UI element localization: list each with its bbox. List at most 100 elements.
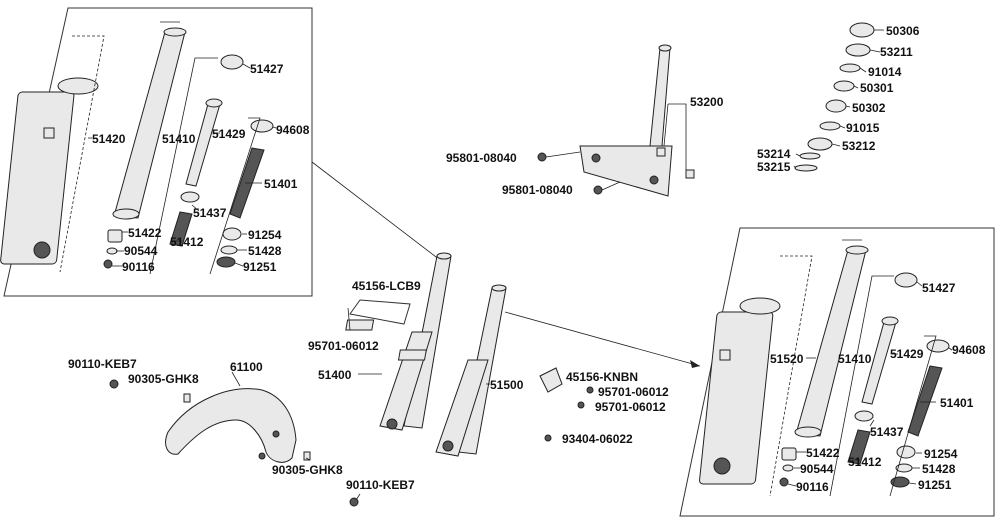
label-93404-06022: 93404-06022 [562, 432, 633, 446]
ring-51428-left [220, 245, 238, 255]
fork-tube-right [794, 245, 869, 438]
fork-slider-left [0, 77, 99, 265]
label-95701-06012-a: 95701-06012 [308, 339, 379, 353]
washer-90544-right [782, 464, 794, 472]
clip-90305-b [303, 451, 311, 461]
fork-assembly-51500: 51500 [397, 284, 524, 457]
label-51429-right: 51429 [890, 347, 924, 361]
bracket-45156-knbn: 45156-KNBN 95701-06012 95701-06012 93404… [539, 367, 669, 446]
label-50302: 50302 [852, 101, 886, 115]
label-91254-right: 91254 [924, 447, 958, 461]
label-51410-left: 51410 [162, 132, 196, 146]
label-94608-left: 94608 [276, 123, 310, 137]
cap-left [220, 54, 244, 70]
label-51410-right: 51410 [838, 352, 872, 366]
short-spring-left [169, 211, 193, 247]
front-fender: 90110-KEB7 90305-GHK8 61100 90305-GHK8 9… [68, 357, 415, 507]
seal-91251-right [890, 476, 910, 488]
label-95701-06012-b: 95701-06012 [598, 385, 669, 399]
label-51428-right: 51428 [922, 462, 956, 476]
label-91254-left: 91254 [248, 228, 282, 242]
label-51427-right: 51427 [922, 281, 956, 295]
label-90305-ghk8-a: 90305-GHK8 [128, 372, 199, 386]
seal-91254-right [896, 445, 916, 459]
bearing-50306 [849, 22, 875, 38]
bushing-51422-right [781, 447, 797, 461]
steering-stem: 53200 95801-08040 95801-08040 [446, 44, 724, 197]
seal-91254-left [222, 227, 242, 241]
bearing-50302 [825, 99, 847, 113]
label-53215: 53215 [757, 160, 791, 174]
bolt-95701-c [577, 401, 585, 409]
label-53212: 53212 [842, 139, 876, 153]
label-51422-left: 51422 [128, 226, 162, 240]
ring-51437-right [854, 410, 874, 422]
seal-ring-left [250, 119, 274, 133]
connector-left-panel [311, 161, 441, 261]
ring-53214 [799, 152, 821, 160]
washer-90544-left [106, 247, 118, 255]
label-50301: 50301 [860, 81, 894, 95]
label-90116-right: 90116 [796, 480, 829, 494]
bearing-53212 [807, 137, 833, 151]
ring-51437-left [180, 191, 200, 203]
label-51401-right: 51401 [940, 396, 974, 410]
label-51401-left: 51401 [264, 177, 298, 191]
label-51437-right: 51437 [870, 425, 904, 439]
bolt-95801-a [537, 152, 547, 162]
damper-rod-left [185, 98, 223, 187]
label-51437-left: 51437 [193, 206, 227, 220]
label-91251-right: 91251 [918, 478, 952, 492]
fork-tube-left [112, 27, 187, 220]
ring-91014 [839, 63, 861, 73]
label-45156-lcb9: 45156-LCB9 [352, 279, 421, 293]
seal-ring-right [926, 339, 950, 353]
right-panel-frame [679, 227, 995, 517]
label-91014: 91014 [868, 65, 902, 79]
fork-assembly-51400: 45156-LCB9 95701-06012 51400 [308, 252, 452, 431]
label-90305-ghk8-b: 90305-GHK8 [272, 463, 343, 477]
label-53200: 53200 [690, 95, 724, 109]
fork-slider-right [699, 297, 781, 485]
label-95801-08040-a: 95801-08040 [446, 151, 517, 165]
ring-53215 [794, 164, 818, 172]
label-51412-left: 51412 [170, 235, 204, 249]
bracket-45156-lcb9 [349, 299, 411, 325]
label-95701-06012-c: 95701-06012 [595, 400, 666, 414]
label-90116-left: 90116 [122, 260, 155, 274]
label-51420: 51420 [92, 132, 126, 146]
label-53214: 53214 [757, 147, 791, 161]
label-51500: 51500 [490, 378, 524, 392]
bearing-stack: 50306 53211 91014 50301 50302 91015 5321… [757, 22, 920, 174]
label-45156-knbn: 45156-KNBN [566, 370, 638, 384]
bolt-95701-b [586, 386, 594, 394]
label-90544-right: 90544 [800, 462, 834, 476]
bolt-95801-b [593, 185, 603, 195]
label-51429-left: 51429 [212, 127, 246, 141]
bolt-90110-a [109, 379, 119, 389]
label-91015: 91015 [846, 121, 880, 135]
damper-rod-right [861, 316, 899, 405]
label-51422-right: 51422 [806, 446, 840, 460]
label-90110-keb7-b: 90110-KEB7 [346, 478, 415, 492]
label-51520: 51520 [770, 352, 804, 366]
cap-right [894, 272, 918, 288]
clip-90305-a [183, 393, 191, 403]
bolt-93404 [544, 434, 552, 442]
bolt-90116-right [779, 477, 789, 487]
bolt-90116-left [103, 259, 113, 269]
short-spring-right [847, 429, 871, 465]
seal-91251-left [216, 256, 236, 268]
right-fork-panel: 51520 51410 51427 51429 94608 51401 5143… [679, 227, 995, 517]
label-90110-keb7-a: 90110-KEB7 [68, 357, 137, 371]
label-91251-left: 91251 [243, 260, 277, 274]
bearing-50301 [833, 80, 855, 92]
connector-right-panel [504, 311, 701, 367]
label-61100: 61100 [230, 360, 263, 374]
label-51412-right: 51412 [848, 455, 882, 469]
bushing-51422-left [107, 229, 123, 243]
label-94608-right: 94608 [952, 343, 986, 357]
ring-91015 [819, 121, 841, 131]
left-fork-panel: 51420 51410 51427 51429 94608 51401 5143… [0, 7, 313, 297]
